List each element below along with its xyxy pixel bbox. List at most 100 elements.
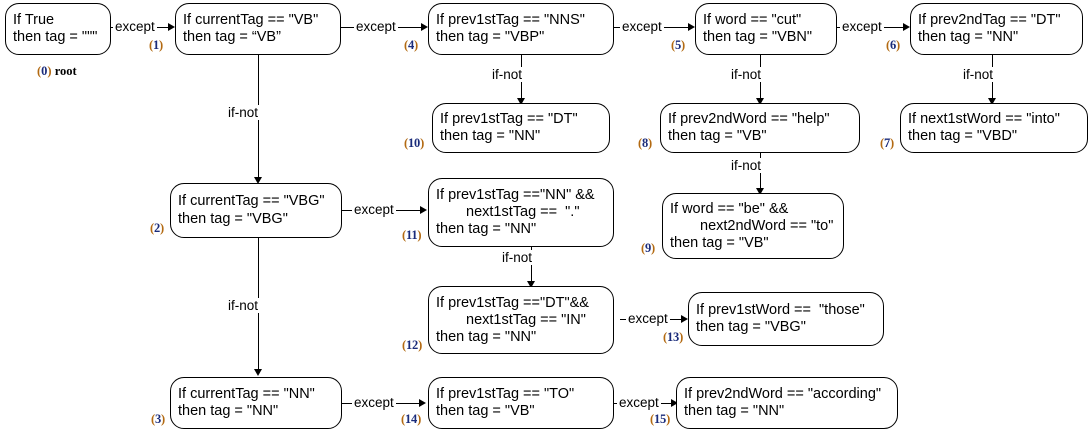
node-2-line-2: then tag = "VBG": [178, 210, 288, 227]
node-12-line-2: next1stTag == "IN": [466, 311, 586, 328]
node-1-line-1: If currentTag == "VB": [183, 11, 319, 28]
edge-2-11-arrow: [420, 205, 427, 214]
node-15-line-2: then tag = "NN": [684, 403, 785, 419]
node-5-line-1: If word == "cut": [703, 11, 802, 28]
edge-label-5-8: if-not: [729, 67, 764, 82]
edge-11-12-line: [531, 247, 532, 284]
node-11-line-1: If prev1stTag =="NN" &&: [436, 187, 595, 203]
root-text: root: [54, 64, 77, 78]
node-9[interactable]: If word == "be" && next2ndWord == "to" t…: [662, 193, 844, 259]
edge-0-1-arrow: [168, 22, 175, 31]
node-4-line-2: then tag = "VBP": [436, 29, 545, 45]
node-index-5: (5): [671, 38, 685, 52]
node-2[interactable]: If currentTag == "VBG" then tag = "VBG": [170, 183, 342, 238]
edge-label-2-3: if-not: [226, 298, 261, 313]
edge-1-4-arrow: [421, 22, 428, 31]
node-2-line-1: If currentTag == "VBG": [178, 193, 325, 209]
edge-label-4-5: except: [620, 19, 664, 34]
node-8-line-1: If prev2ndWord == "help": [668, 110, 830, 127]
edge-label-8-9: if-not: [729, 158, 764, 173]
node-10-line-1: If prev1stTag == "DT": [440, 110, 578, 127]
edge-14-15-arrow: [671, 398, 678, 407]
node-index-7: (7): [880, 136, 894, 150]
edge-6-7-arrow: [987, 98, 996, 105]
node-index-3: (3): [151, 412, 165, 426]
node-index-2: (2): [150, 221, 164, 235]
node-13-line-1: If prev1stWord == "those": [696, 301, 865, 318]
edge-1-2-arrow: [253, 177, 262, 184]
node-index-15: (15): [650, 412, 671, 426]
edge-3-14-arrow: [419, 398, 426, 407]
node-5-line-2: then tag = "VBN": [703, 29, 813, 45]
edge-label-3-14: except: [352, 395, 396, 410]
edge-4-5-arrow: [688, 22, 695, 31]
edge-2-3-arrow: [253, 369, 262, 376]
node-4[interactable]: If prev1stTag == "NNS" then tag = "VBP": [428, 3, 614, 55]
edge-label-14-15: except: [617, 395, 661, 410]
node-12-line-1: If prev1stTag =="DT"&&: [436, 294, 589, 311]
edge-5-6-arrow: [903, 22, 910, 31]
node-index-6: (6): [886, 38, 900, 52]
edge-label-4-10: if-not: [490, 67, 525, 82]
edge-label-12-13: except: [626, 311, 670, 326]
node-12[interactable]: If prev1stTag =="DT"&& next1stTag == "IN…: [428, 286, 614, 354]
node-9-line-2: next2ndWord == "to": [700, 217, 834, 234]
node-13-line-2: then tag = "VBG": [696, 319, 806, 335]
node-10-line-2: then tag = "NN": [440, 128, 541, 144]
node-index-11: (11): [402, 228, 422, 242]
edge-label-5-6: except: [840, 19, 884, 34]
node-7[interactable]: If next1stWord == "into" then tag = "VBD…: [900, 103, 1088, 153]
node-7-line-1: If next1stWord == "into": [908, 110, 1060, 127]
node-6-line-1: If prev2ndTag == "DT": [918, 11, 1061, 28]
node-index-9: (9): [641, 241, 655, 255]
edge-label-2-11: except: [352, 202, 396, 217]
node-9-line-1: If word == "be" &&: [670, 200, 789, 217]
node-index-8: (8): [638, 136, 652, 150]
node-14[interactable]: If prev1stTag == "TO" then tag = "VB": [428, 377, 614, 429]
node-11-line-2: next1stTag == ".": [466, 204, 580, 220]
node-12-line-3: then tag = "NN": [436, 328, 537, 345]
node-9-line-3: then tag = "VB": [670, 234, 769, 251]
edge-label-1-2: if-not: [226, 105, 261, 120]
node-index-13: (13): [663, 330, 684, 344]
node-3-line-1: If currentTag == "NN": [178, 385, 315, 402]
edge-label-6-7: if-not: [961, 67, 996, 82]
node-index-1: (1): [149, 38, 163, 52]
node-index-12: (12): [402, 338, 423, 352]
edge-5-8-arrow: [755, 98, 764, 105]
node-0-line-2: then tag = """: [13, 29, 98, 45]
node-4-line-1: If prev1stTag == "NNS": [436, 11, 585, 28]
edge-11-12-arrow: [526, 281, 535, 288]
node-1[interactable]: If currentTag == "VB" then tag = “VB”: [175, 3, 341, 55]
node-0-line-1: If True: [13, 11, 55, 28]
node-1-line-2: then tag = “VB”: [183, 29, 281, 45]
node-15-line-1: If prev2ndWord == "according": [684, 385, 882, 402]
node-3-line-2: then tag = "NN": [178, 403, 279, 419]
node-13[interactable]: If prev1stWord == "those" then tag = "VB…: [688, 292, 884, 346]
node-0[interactable]: If True then tag = """: [5, 3, 111, 55]
node-6-line-2: then tag = "NN": [918, 29, 1019, 45]
node-index-10: (10): [404, 136, 425, 150]
node-index-4: (4): [404, 38, 418, 52]
node-11-line-3: then tag = "NN": [436, 221, 537, 237]
edge-label-1-4: except: [354, 19, 398, 34]
node-index-14: (14): [401, 412, 422, 426]
root-index: (0): [37, 64, 52, 78]
node-6[interactable]: If prev2ndTag == "DT" then tag = "NN": [910, 3, 1083, 55]
node-10[interactable]: If prev1stTag == "DT" then tag = "NN": [432, 103, 610, 153]
node-15[interactable]: If prev2ndWord == "according" then tag =…: [676, 377, 898, 429]
edge-label-0-1: except: [113, 19, 157, 34]
node-11[interactable]: If prev1stTag =="NN" && next1stTag == ".…: [428, 178, 614, 247]
edge-12-13-arrow: [681, 314, 688, 323]
node-7-line-2: then tag = "VBD": [908, 128, 1018, 144]
node-5[interactable]: If word == "cut" then tag = "VBN": [695, 3, 837, 55]
node-8[interactable]: If prev2ndWord == "help" then tag = "VB": [660, 103, 860, 153]
root-label: (0) root: [37, 64, 77, 79]
edge-4-10-arrow: [516, 98, 525, 105]
node-3[interactable]: If currentTag == "NN" then tag = "NN": [170, 377, 342, 429]
node-14-line-1: If prev1stTag == "TO": [436, 385, 575, 402]
edge-label-11-12: if-not: [500, 250, 535, 265]
edge-8-9-arrow: [755, 188, 764, 195]
node-8-line-2: then tag = "VB": [668, 128, 767, 144]
